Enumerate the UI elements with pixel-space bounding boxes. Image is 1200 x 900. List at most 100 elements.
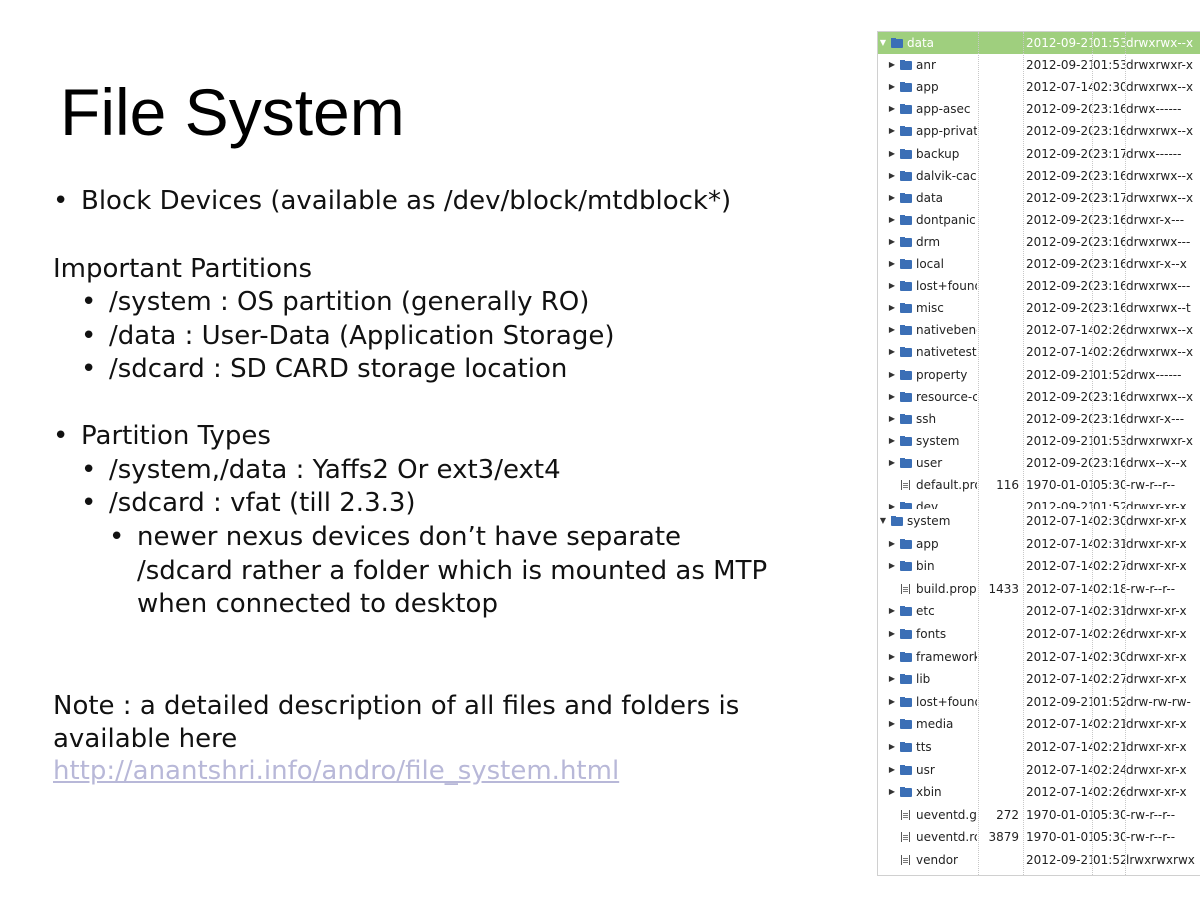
collapse-arrow-icon[interactable]: ▼ [879, 38, 887, 47]
expand-arrow-icon[interactable]: ▶ [888, 391, 896, 401]
entry-time: 23:16 [1093, 124, 1125, 139]
expand-arrow-icon[interactable]: ▶ [888, 696, 896, 706]
expand-arrow-icon[interactable]: ▶ [888, 303, 896, 313]
entry-time: 23:16 [1093, 279, 1125, 294]
expand-arrow-icon[interactable]: ▶ [888, 764, 896, 774]
expand-arrow-icon[interactable]: ▶ [888, 742, 896, 751]
entry-time: 23:17 [1093, 146, 1125, 161]
expand-arrow-icon[interactable]: ▶ [888, 719, 896, 729]
expand-arrow-icon[interactable]: ▶ [888, 629, 896, 638]
entry-name: property [916, 367, 968, 382]
expand-arrow-icon[interactable]: ▶ [888, 606, 896, 616]
slide-text: /data : User-Data (Application Storage) [109, 321, 615, 351]
expand-arrow-icon[interactable]: ▶ [888, 281, 896, 291]
expand-arrow-icon[interactable]: ▶ [888, 502, 896, 510]
file-system-link[interactable]: http://anantshri.info/andro/file_system.… [53, 756, 620, 786]
entry-time: 02:24 [1093, 762, 1125, 777]
entry-permissions: drwx------ [1126, 146, 1182, 161]
folder-icon [900, 391, 913, 402]
expand-arrow-icon[interactable]: ▶ [888, 538, 896, 548]
expand-arrow-icon[interactable]: ▶ [888, 413, 896, 423]
entry-time: 01:52 [1093, 853, 1125, 867]
entry-name: ueventd.rc [916, 830, 977, 845]
entry-name: app [916, 80, 939, 95]
expand-arrow-icon[interactable]: ▶ [888, 787, 896, 797]
folder-row[interactable]: ▶nativebenchmark2012-07-1402:26drwxrwx--… [878, 319, 1200, 341]
entry-name: media [916, 717, 954, 732]
expand-arrow-icon[interactable]: ▶ [888, 192, 896, 202]
column-separator [1023, 32, 1024, 510]
expand-arrow-icon[interactable]: ▶ [888, 126, 896, 136]
entry-time: 02:30 [1093, 80, 1125, 95]
expand-arrow-icon[interactable]: ▶ [888, 259, 896, 268]
expand-arrow-icon[interactable]: ▶ [888, 170, 896, 180]
expand-arrow-icon[interactable]: ▶ [888, 457, 896, 467]
expand-arrow-icon[interactable]: ▶ [888, 651, 896, 661]
expand-arrow-icon[interactable]: ▶ [888, 369, 896, 379]
expand-arrow-icon[interactable]: ▶ [888, 236, 896, 246]
entry-permissions: drwxrwx--x [1126, 323, 1194, 338]
entry-date: 2012-09-21 [1026, 853, 1092, 867]
entry-time: 23:16 [1093, 389, 1125, 404]
expand-arrow-icon[interactable]: ▶ [888, 148, 896, 158]
entry-name: anr [916, 58, 936, 73]
expand-arrow-icon[interactable]: ▶ [888, 674, 896, 684]
expand-arrow-icon[interactable]: ▶ [888, 435, 896, 445]
expand-arrow-icon[interactable]: ▶ [888, 60, 896, 70]
expand-arrow-icon[interactable]: ▶ [888, 104, 896, 114]
expand-arrow-icon[interactable]: ▶ [888, 214, 896, 224]
file-row[interactable]: ueventd.goldfish.rc2721970-01-0105:30-rw… [878, 804, 1200, 826]
entry-permissions: drwxr-xr-x [1126, 514, 1187, 528]
entry-name: vendor [916, 853, 958, 867]
folder-icon [900, 148, 913, 159]
folder-icon [900, 696, 913, 707]
collapse-arrow-icon[interactable]: ▼ [879, 516, 887, 525]
entry-time: 05:30 [1093, 478, 1125, 492]
expand-arrow-icon[interactable]: ▶ [888, 82, 896, 92]
entry-time: 02:30 [1093, 649, 1125, 664]
expand-arrow-icon[interactable]: ▶ [888, 325, 896, 335]
entry-size: 1433 [988, 581, 1019, 596]
entry-name: app-private [916, 124, 977, 139]
bullet-icon: • [81, 354, 97, 384]
entry-name: etc [916, 604, 935, 619]
expand-arrow-icon[interactable]: ▶ [888, 561, 896, 571]
expand-arrow-icon[interactable]: ▶ [888, 347, 896, 357]
